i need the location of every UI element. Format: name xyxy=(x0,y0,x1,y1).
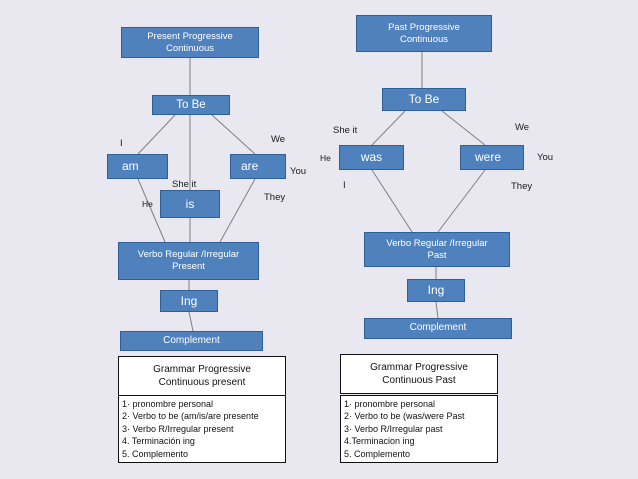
grammar-title-past-line1: Grammar Progressive xyxy=(370,361,468,373)
connector-line xyxy=(219,178,256,243)
list-item: 2· Verbo to be (am/is/are presente xyxy=(122,411,259,422)
connector-line xyxy=(441,110,486,146)
verb-is-box: is xyxy=(160,190,220,218)
to-be-box-past: To Be xyxy=(382,88,466,111)
to-be-label: To Be xyxy=(176,98,206,111)
pronoun-you-label: You xyxy=(290,166,307,177)
connector-line xyxy=(188,311,194,332)
verbo-regular-present-box: Verbo Regular /Irregular Present xyxy=(118,242,259,280)
pronoun-we-label: We xyxy=(515,122,530,133)
present-progressive-header: Present Progressive Continuous xyxy=(121,27,259,58)
pronoun-he-label: He xyxy=(142,199,153,209)
grammar-title-present-line2: Continuous present xyxy=(158,377,246,388)
past-progressive-header: Past Progressive Continuous xyxy=(356,15,492,52)
grammar-title-present-line1: Grammar Progressive xyxy=(153,363,251,375)
ing-box-present: Ing xyxy=(160,290,218,312)
verb-were-label: were xyxy=(475,150,502,164)
grammar-title-past: Grammar Progressive Continuous Past xyxy=(340,354,498,394)
past-header-line1: Past Progressive xyxy=(388,21,460,33)
pronoun-we-label: We xyxy=(271,134,286,145)
list-item: 1· pronombre personal xyxy=(344,399,436,409)
list-item: 5. Complemento xyxy=(122,448,189,459)
verb-were-box: were xyxy=(460,145,524,170)
grammar-title-past-line2: Continuous Past xyxy=(382,375,456,386)
connector-line xyxy=(437,169,486,233)
verb-is-label: is xyxy=(185,196,195,211)
grammar-title-present: Grammar Progressive Continuous present xyxy=(118,356,286,396)
pronoun-they-label: They xyxy=(264,192,286,203)
verb-are-label: are xyxy=(241,159,259,173)
connector-line xyxy=(211,114,256,155)
verb-am-label: am xyxy=(122,159,139,173)
present-header-line2: Continuous xyxy=(165,42,215,54)
list-item: 4.Terminacion ing xyxy=(344,436,415,447)
complement-label: Complement xyxy=(163,334,220,346)
pronoun-he-label: He xyxy=(320,153,331,163)
steps-list-past: 1· pronombre personal 2· Verbo to be (wa… xyxy=(340,395,498,463)
verb-am-box: am xyxy=(107,154,168,179)
pronoun-you-label: You xyxy=(537,152,554,163)
verbo-past-line2: Past xyxy=(427,249,447,261)
pronoun-they-label: They xyxy=(511,181,533,192)
ing-label: Ing xyxy=(427,283,445,297)
verb-are-box: are xyxy=(230,154,286,179)
verbo-present-line2: Present xyxy=(172,261,205,272)
present-header-line1: Present Progressive xyxy=(147,30,233,42)
to-be-label: To Be xyxy=(408,92,440,106)
connector-line xyxy=(371,169,413,233)
pronoun-i-label: I xyxy=(343,180,346,191)
list-item: 5. Complemento xyxy=(344,448,411,459)
list-item: 1· pronombre personal xyxy=(122,399,214,409)
list-item: 3· Verbo R/Irregular present xyxy=(122,423,234,434)
connector-line xyxy=(435,301,439,319)
list-item: 4. Terminación ing xyxy=(122,436,195,447)
complement-label: Complement xyxy=(409,322,467,334)
verb-was-label: was xyxy=(360,150,383,164)
verbo-present-line1: Verbo Regular /Irregular xyxy=(137,249,240,261)
connector-line xyxy=(371,110,406,146)
ing-label: Ing xyxy=(180,293,198,308)
pronoun-i-label: I xyxy=(120,138,123,149)
complement-box-past: Complement xyxy=(364,318,512,339)
complement-box-present: Complement xyxy=(120,331,263,351)
connector-line xyxy=(137,178,166,243)
steps-list-present: 1· pronombre personal 2· Verbo to be (am… xyxy=(118,395,286,463)
pronoun-she-it-label: She it xyxy=(333,125,358,136)
connector-line xyxy=(137,114,176,155)
past-header-line2: Continuous xyxy=(399,33,449,45)
verb-was-box: was xyxy=(339,145,404,170)
list-item: 2· Verbo to be (was/were Past xyxy=(344,411,465,422)
verbo-past-line1: Verbo Regular /Irregular xyxy=(386,237,488,249)
pronoun-she-it-label: She it xyxy=(172,179,197,190)
verbo-regular-past-box: Verbo Regular /Irregular Past xyxy=(364,232,510,267)
list-item: 3· Verbo R/Irregular past xyxy=(344,423,443,434)
ing-box-past: Ing xyxy=(407,279,465,302)
to-be-box-present: To Be xyxy=(152,95,230,115)
